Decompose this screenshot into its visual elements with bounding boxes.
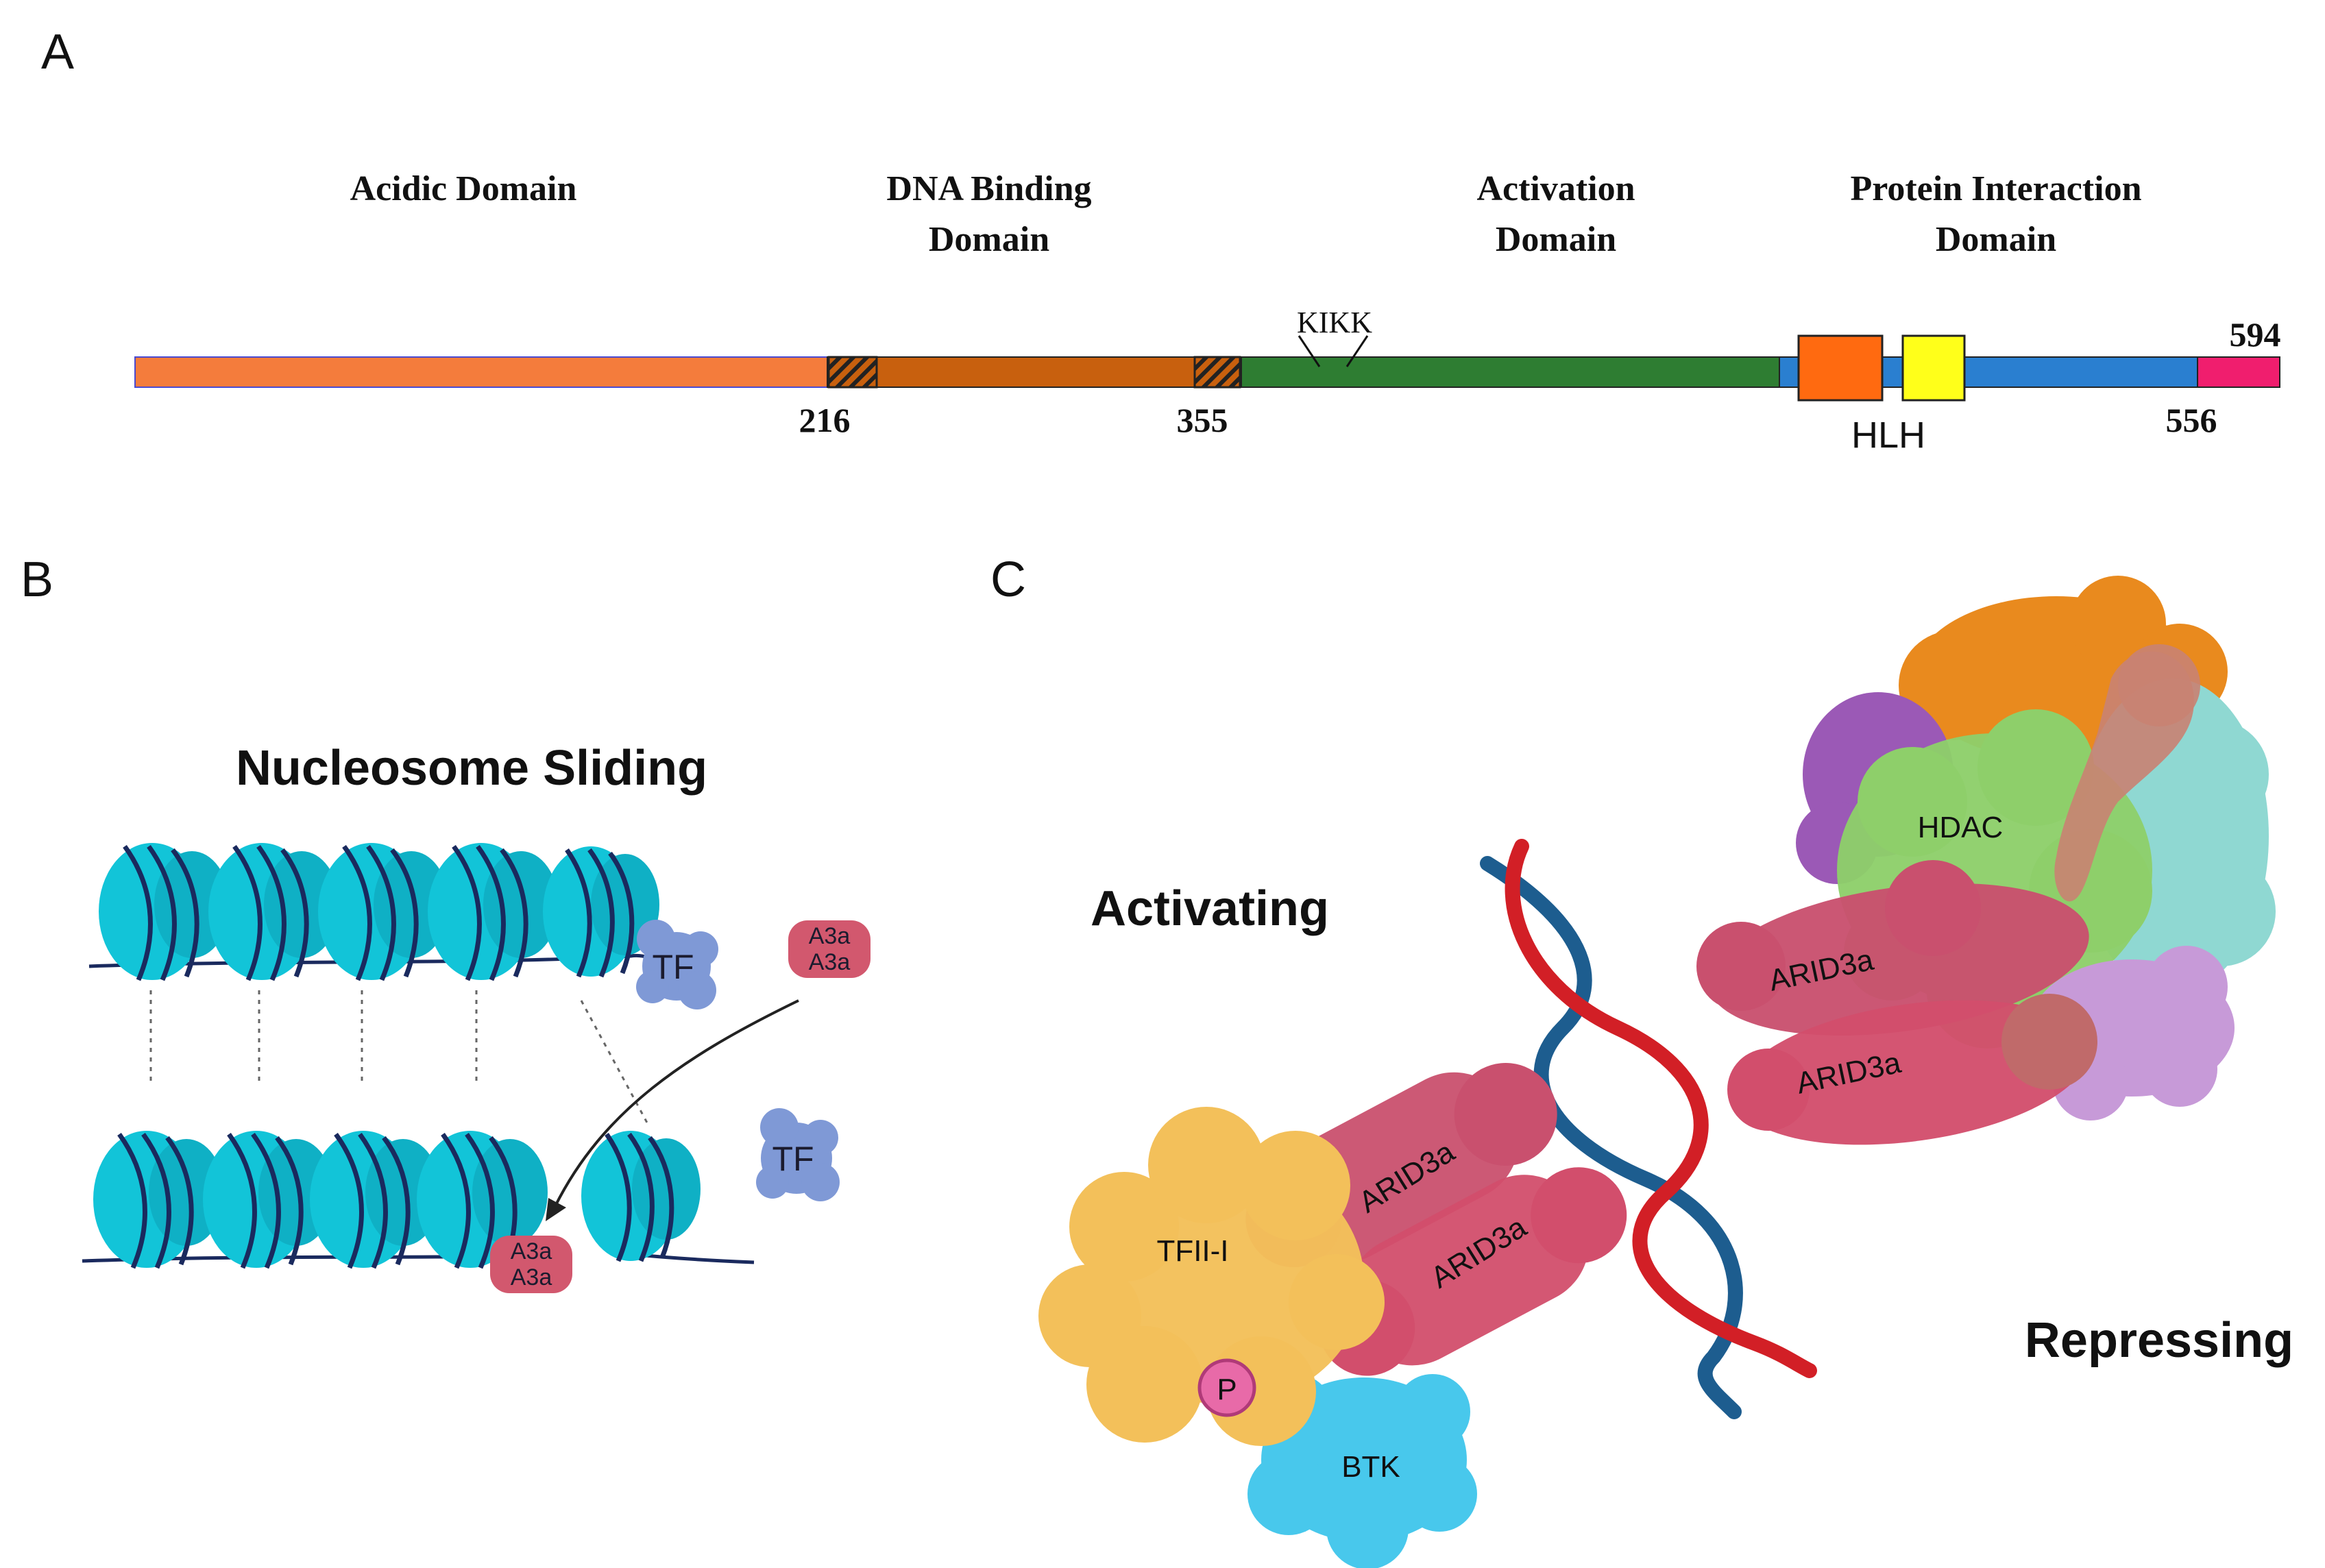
- activation-domain-title: Activation: [1476, 169, 1635, 208]
- hatched-region-355: [1193, 356, 1241, 389]
- protein-interaction-domain-title: Protein Interaction: [1850, 169, 2141, 208]
- nucleosome: [417, 1131, 548, 1269]
- acidic-domain-title: Acidic Domain: [350, 169, 577, 208]
- phospho-label: P: [1217, 1373, 1237, 1406]
- arrow-head: [546, 1198, 566, 1221]
- panel-b: B Nucleosome Sliding: [21, 552, 871, 1293]
- hatched-region-216: [827, 356, 878, 389]
- position-216: 216: [799, 401, 851, 439]
- hdac-label: HDAC: [1918, 811, 2004, 844]
- nucleosome-row-bottom: [93, 1131, 701, 1269]
- brown-subunit: [2054, 644, 2200, 902]
- phospho-circle: [1197, 1358, 1256, 1417]
- arid3a-dimer-repressing: [1696, 860, 2097, 1145]
- nucleosome-sliding-title: Nucleosome Sliding: [236, 741, 707, 796]
- tfii-i-label: TFII-I: [1156, 1234, 1228, 1268]
- position-556: 556: [2166, 401, 2217, 439]
- panel-c-letter: C: [990, 552, 1026, 607]
- helix-2-box: [1901, 334, 1966, 402]
- protein-interaction-domain-title-2: Domain: [1936, 220, 2056, 259]
- a3a-top-label-1: A3a: [809, 923, 851, 949]
- hlh-label: HLH: [1851, 415, 1925, 456]
- panel-b-letter: B: [21, 552, 53, 607]
- dna-blue-strand: [1480, 856, 1743, 1419]
- btk-label: BTK: [1341, 1450, 1400, 1484]
- tfii-i-blob: [1038, 1107, 1385, 1446]
- tf-bottom: TF: [756, 1108, 840, 1201]
- tf-top: TF: [636, 920, 718, 1009]
- sliding-arrow: [554, 999, 799, 1207]
- dna-binding-domain-title: DNA Binding: [886, 169, 1091, 208]
- a3a-dimer-top: A3a A3a: [788, 920, 871, 978]
- dna-red-strand: [1505, 839, 1817, 1378]
- position-355: 355: [1177, 401, 1228, 439]
- panel-a-letter: A: [41, 25, 74, 79]
- activation-domain-bar: [1241, 356, 1780, 388]
- a3a-bottom-label-2: A3a: [511, 1264, 552, 1290]
- activating-complex: BTK ARID3a ARID3a TFII-I: [1038, 1063, 1627, 1568]
- dna-binding-domain-title-2: Domain: [929, 220, 1049, 259]
- kikk-tick-left: [1298, 335, 1321, 367]
- nucleosome-slid: [581, 1131, 701, 1262]
- c-terminal-bar: [2197, 356, 2280, 388]
- kikk-motif-label: KIKK: [1297, 306, 1372, 339]
- dna-helix: [1480, 839, 1817, 1419]
- sliding-guides: [149, 990, 649, 1125]
- dna-binding-domain-bar: [827, 356, 1242, 388]
- activation-domain-title-2: Domain: [1496, 220, 1616, 259]
- nucleosome: [428, 843, 559, 981]
- repressing-complex: HDAC ARID3a ARID3a: [1696, 576, 2276, 1145]
- a3a-bottom-label-1: A3a: [511, 1238, 552, 1264]
- repressing-heading: Repressing: [2025, 1313, 2293, 1368]
- kikk-tick-right: [1346, 335, 1369, 367]
- position-594: 594: [2230, 315, 2281, 354]
- activating-heading: Activating: [1091, 881, 1329, 936]
- helix-1-box: [1797, 334, 1884, 402]
- panel-c: C Activating Repressing BTK: [990, 552, 2293, 1568]
- a3a-dimer-bottom: A3a A3a: [490, 1236, 572, 1293]
- tf-top-label: TF: [652, 948, 694, 986]
- acidic-domain-bar: [134, 356, 828, 388]
- nucleosome-row-top: [99, 843, 659, 981]
- a3a-top-label-2: A3a: [809, 949, 851, 975]
- panel-a: A Acidic Domain DNA Binding Domain Activ…: [41, 25, 2281, 456]
- tf-bottom-label: TF: [772, 1140, 814, 1178]
